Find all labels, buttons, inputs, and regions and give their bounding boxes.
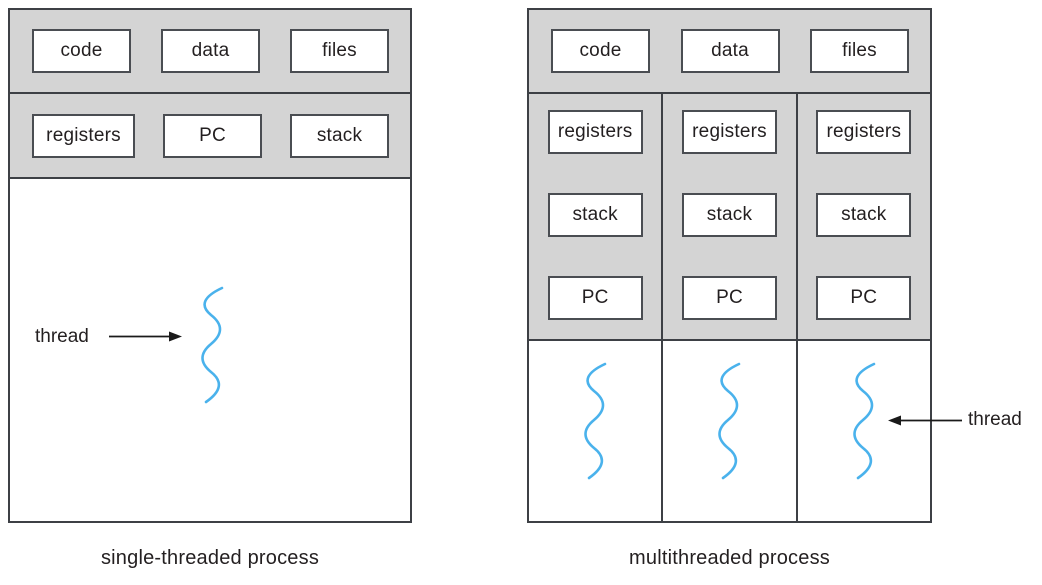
left-thread-state-row: registers PC stack [10, 94, 410, 179]
arrow-left-icon [888, 415, 962, 426]
multithreaded-caption: multithreaded process [629, 547, 830, 569]
stack-box: stack [547, 193, 643, 237]
left-thread-area: thread [10, 179, 410, 521]
thread-column-3: registers stack PC [797, 94, 930, 521]
right-thread-label: thread [968, 409, 1022, 430]
thread-column-1: registers stack PC [529, 94, 664, 521]
stack-box: stack [290, 113, 389, 158]
registers-box: registers [32, 113, 135, 158]
thread-1-state: registers stack PC [529, 94, 662, 341]
thread-squiggle-icon [201, 286, 224, 404]
pc-box: PC [547, 276, 643, 320]
registers-box: registers [547, 110, 643, 154]
single-threaded-caption: single-threaded process [100, 547, 320, 569]
right-resources-row: code data files [529, 10, 930, 94]
registers-box: registers [816, 110, 912, 154]
thread-squiggle-icon [718, 362, 741, 480]
files-box: files [810, 29, 909, 73]
thread-squiggle-icon [584, 362, 607, 480]
thread-2-area [663, 341, 796, 521]
left-resources-row: code data files [10, 10, 410, 94]
registers-box: registers [681, 110, 777, 154]
pc-box: PC [816, 276, 912, 320]
thread-3-state: registers stack PC [797, 94, 930, 341]
files-box: files [290, 29, 389, 73]
thread-2-state: registers stack PC [663, 94, 796, 341]
stack-box: stack [816, 193, 912, 237]
data-box: data [680, 29, 780, 73]
thread-columns: registers stack PC registers stack PC [529, 94, 930, 521]
code-box: code [551, 29, 650, 73]
single-threaded-process-box: code data files registers PC stack threa… [8, 8, 412, 523]
arrow-right-icon [109, 331, 182, 342]
code-box: code [32, 29, 131, 73]
thread-1-area [529, 341, 662, 521]
thread-3-area [797, 341, 930, 521]
thread-squiggle-icon [853, 362, 876, 480]
multithreaded-process-box: code data files registers stack PC [527, 8, 932, 523]
thread-column-2: registers stack PC [663, 94, 798, 521]
left-thread-label: thread [35, 326, 89, 347]
pc-box: PC [163, 113, 262, 158]
pc-box: PC [681, 276, 777, 320]
data-box: data [161, 29, 260, 73]
stack-box: stack [681, 193, 777, 237]
